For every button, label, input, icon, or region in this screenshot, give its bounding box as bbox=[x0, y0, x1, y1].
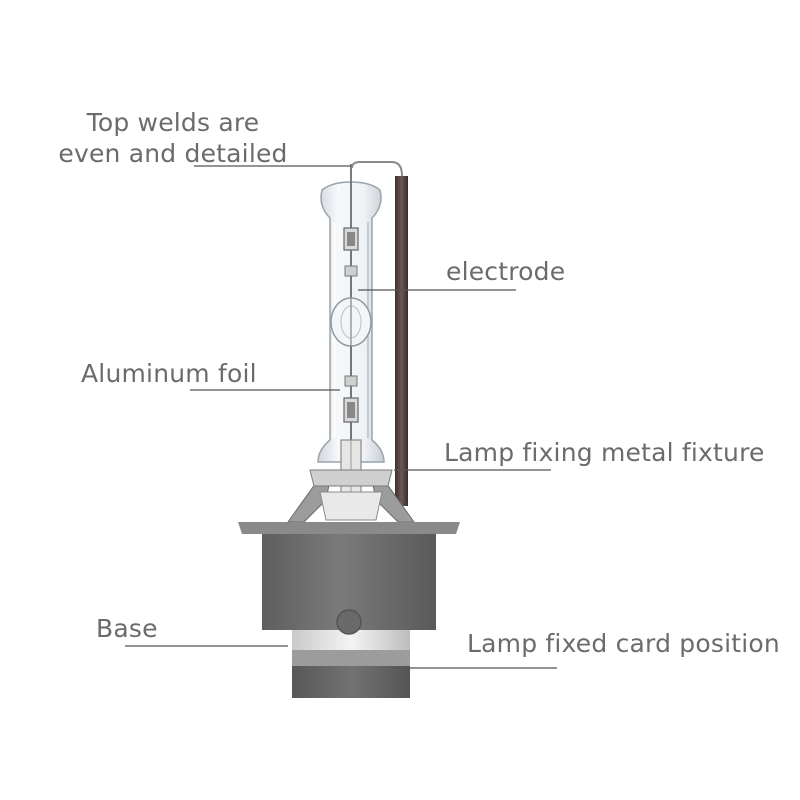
arc-chamber bbox=[330, 164, 372, 509]
metal-fixture bbox=[287, 469, 415, 523]
fixture-wire bbox=[351, 161, 408, 506]
label-card-position: Lamp fixed card position bbox=[467, 629, 780, 658]
label-top-welds-line1: Top welds are bbox=[86, 108, 260, 137]
label-top-welds-line2: even and detailed bbox=[58, 139, 288, 168]
leader-lines bbox=[125, 165, 557, 669]
lamp-base bbox=[238, 522, 460, 698]
label-base: Base bbox=[96, 614, 158, 643]
label-fixture: Lamp fixing metal fixture bbox=[444, 438, 765, 467]
label-top-welds: Top welds are even and detailed bbox=[56, 107, 290, 169]
label-aluminum-foil: Aluminum foil bbox=[81, 359, 257, 388]
label-electrode: electrode bbox=[446, 257, 566, 286]
